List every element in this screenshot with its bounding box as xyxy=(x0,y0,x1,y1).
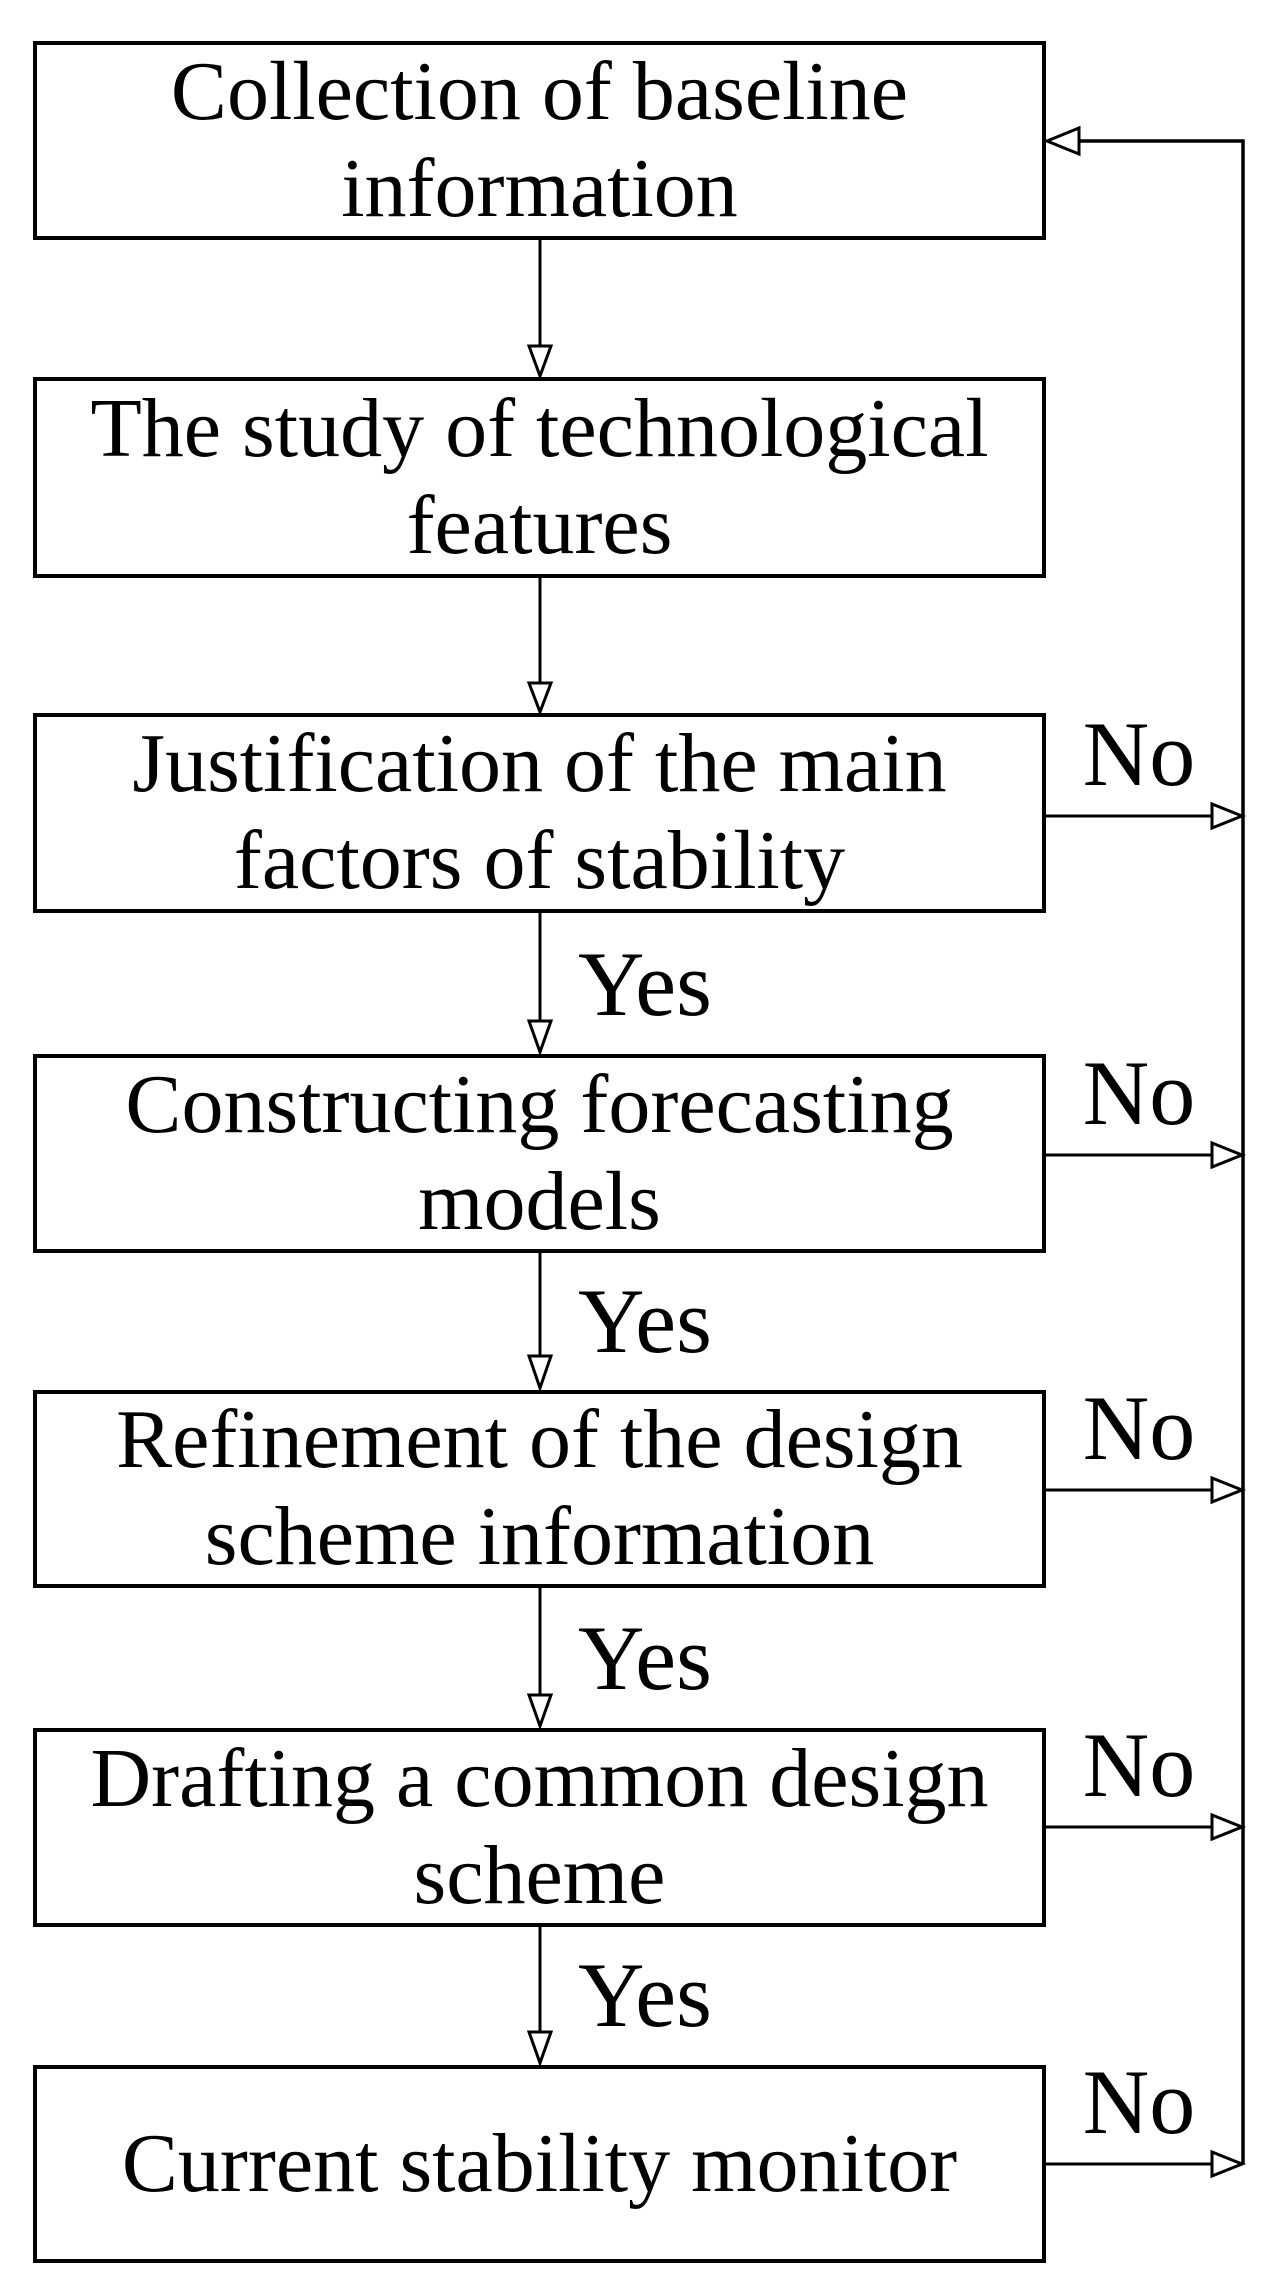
edge-label-yes-3-4: Yes xyxy=(578,933,712,1035)
edge-label-no-4: No xyxy=(1082,1042,1196,1144)
edge-label-no-7: No xyxy=(1082,2051,1196,2153)
arrowhead-down-4-5 xyxy=(526,1354,554,1393)
edge-label-yes-5-6: Yes xyxy=(578,1607,712,1709)
edge-label-no-5: No xyxy=(1082,1377,1196,1479)
arrowhead-right-5-no xyxy=(1210,1475,1247,1505)
arrowhead-right-3-no xyxy=(1210,801,1247,831)
node-label: Current stability monitor xyxy=(121,2116,958,2210)
arrowhead-left-into-node-1 xyxy=(1043,125,1081,157)
node-label: Drafting a common design scheme xyxy=(90,1731,989,1922)
node-study-of-technological-features: The study of technological features xyxy=(33,377,1046,578)
arrowhead-down-1-2 xyxy=(526,344,554,381)
node-label: Collection of baseline information xyxy=(170,44,909,235)
node-constructing-forecasting-models: Constructing forecasting models xyxy=(33,1054,1046,1253)
arrowhead-right-6-no xyxy=(1210,1812,1247,1842)
edge-label-no-3: No xyxy=(1082,703,1196,805)
node-drafting-common-design-scheme: Drafting a common design scheme xyxy=(33,1728,1046,1927)
arrowhead-right-4-no xyxy=(1210,1140,1247,1170)
node-label: Refinement of the design scheme informat… xyxy=(116,1393,963,1583)
edge-label-yes-6-7: Yes xyxy=(578,1944,712,2046)
edge-label-no-6: No xyxy=(1082,1714,1196,1816)
node-justification-of-stability-factors: Justification of the main factors of sta… xyxy=(33,713,1046,913)
node-current-stability-monitor: Current stability monitor xyxy=(33,2065,1046,2263)
arrowhead-down-5-6 xyxy=(526,1693,554,1731)
node-label: Constructing forecasting models xyxy=(125,1057,954,1248)
arrowhead-right-7-no xyxy=(1210,2149,1247,2179)
arrowhead-down-6-7 xyxy=(526,2030,554,2068)
node-label: Justification of the main factors of sta… xyxy=(132,717,947,907)
node-label: The study of technological features xyxy=(90,381,989,572)
arrowhead-down-3-4 xyxy=(526,1019,554,1057)
node-refinement-of-design-scheme-information: Refinement of the design scheme informat… xyxy=(33,1390,1046,1588)
arrowhead-down-2-3 xyxy=(526,681,554,717)
edge-label-yes-4-5: Yes xyxy=(578,1270,712,1372)
node-collection-of-baseline-information: Collection of baseline information xyxy=(33,41,1046,240)
